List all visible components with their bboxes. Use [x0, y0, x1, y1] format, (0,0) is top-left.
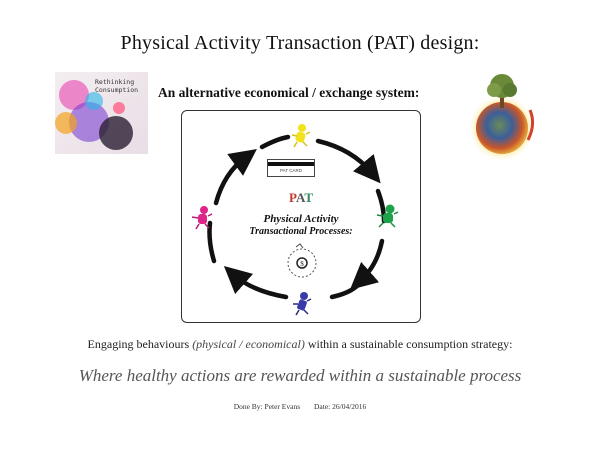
image-caption: Rethinking Consumption — [95, 78, 139, 94]
runner-right-icon — [374, 203, 400, 234]
rethinking-consumption-image: Rethinking Consumption — [55, 72, 148, 154]
runner-top-icon — [288, 123, 312, 154]
engaging-statement: Engaging behaviours (physical / economic… — [87, 337, 513, 351]
page-title: Physical Activity Transaction (PAT) desi… — [120, 32, 480, 54]
tagline: Where healthy actions are rewarded withi… — [78, 366, 522, 385]
author: Done By: Peter Evans — [233, 402, 301, 411]
runner-left-icon — [190, 205, 214, 236]
date: Date: 26/04/2016 — [314, 402, 367, 411]
diagram-subtitle: Transactional Processes: — [249, 226, 353, 237]
cycle-arrows-icon — [207, 134, 387, 300]
pat-cycle-diagram: PAT CARD PAT Physical Activity Transacti… — [181, 110, 421, 323]
footer: Done By: Peter Evans Date: 26/04/2016 — [0, 402, 600, 411]
currency-cycle-icon: $ — [282, 241, 322, 286]
svg-text:$: $ — [300, 260, 304, 268]
section-subtitle: An alternative economical / exchange sys… — [158, 85, 420, 100]
runner-bottom-icon — [290, 291, 314, 322]
pat-card: PAT CARD — [267, 159, 315, 177]
earth-icon — [468, 74, 536, 162]
pat-acronym: PAT — [288, 190, 314, 205]
diagram-title: Physical Activity — [263, 213, 339, 225]
earth-tree-image — [462, 70, 544, 162]
